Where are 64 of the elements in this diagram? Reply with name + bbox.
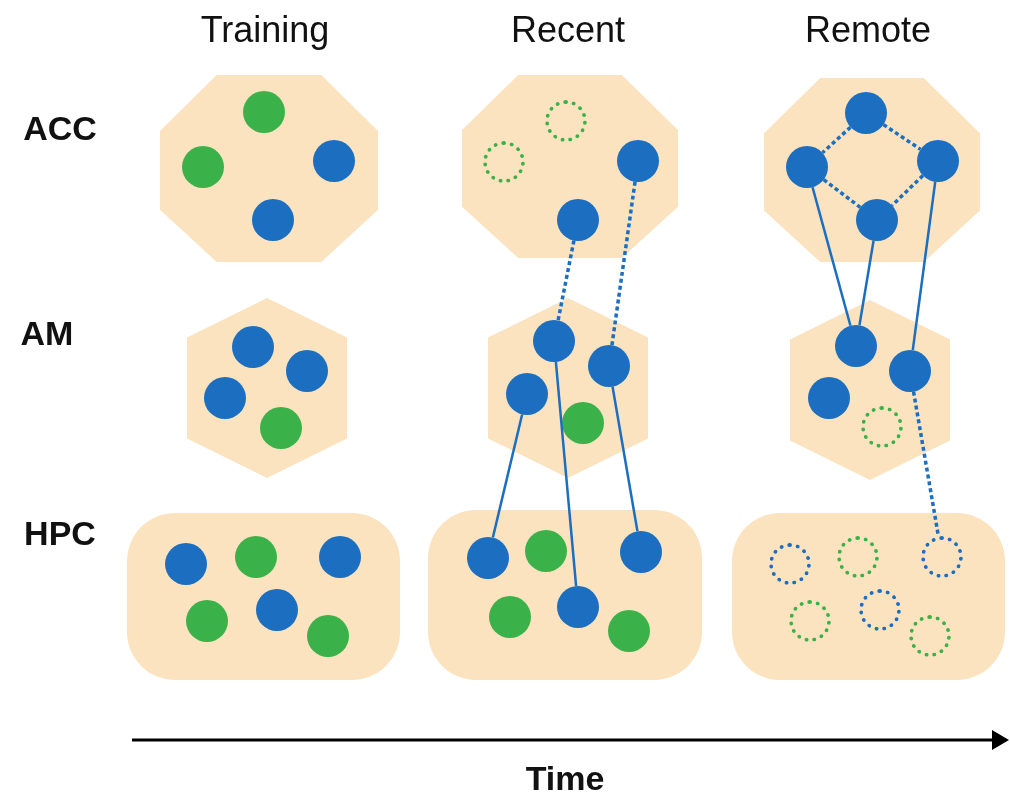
connection-line (554, 361, 578, 587)
dotted-neuron-circle (769, 543, 811, 585)
dotted-neuron-circle (837, 536, 879, 578)
neuron-circle (525, 530, 567, 572)
neuron-circle (835, 325, 877, 367)
neuron-circle (506, 373, 548, 415)
neuron-circle (845, 92, 887, 134)
dotted-neuron-circle (861, 406, 903, 448)
column-heading: Training (200, 9, 330, 51)
axis-label: Time (525, 758, 605, 798)
neuron-circle (165, 543, 207, 585)
neuron-circle (608, 610, 650, 652)
neuron-circle (588, 345, 630, 387)
neuron-circle (620, 531, 662, 573)
row-label: AM (20, 313, 74, 353)
dotted-neuron-circle (789, 600, 831, 642)
neuron-circle (467, 537, 509, 579)
neuron-circle (617, 140, 659, 182)
neuron-circle (313, 140, 355, 182)
dotted-connection-line (821, 125, 852, 155)
neuron-circle (917, 140, 959, 182)
dotted-connection-line (610, 181, 637, 346)
connection-line (611, 386, 639, 532)
dotted-neuron-circle (859, 589, 901, 631)
neuron-circle (260, 407, 302, 449)
neuron-circle (562, 402, 604, 444)
dotted-neuron-circle (545, 100, 587, 142)
dotted-connection-line (822, 178, 862, 209)
neuron-circle (243, 91, 285, 133)
dotted-connection-line (911, 391, 941, 537)
column-heading: Recent (510, 9, 626, 51)
dotted-connection-line (890, 174, 925, 207)
dotted-connection-line (882, 123, 922, 151)
neuron-circle (252, 199, 294, 241)
neuron-circle (533, 320, 575, 362)
dotted-neuron-circle (909, 615, 951, 657)
neuron-circle (232, 326, 274, 368)
neuron-circle (182, 146, 224, 188)
neuron-circle (204, 377, 246, 419)
row-label: HPC (24, 513, 96, 553)
rounded-region (732, 513, 1005, 680)
rounded-region (428, 510, 702, 680)
neuron-circle (286, 350, 328, 392)
connection-line (911, 181, 937, 351)
neuron-circle (235, 536, 277, 578)
neuron-circle (557, 586, 599, 628)
connection-line (491, 414, 524, 538)
connection-line (858, 240, 875, 326)
neuron-circle (786, 146, 828, 188)
neuron-circle (256, 589, 298, 631)
neuron-circle (889, 350, 931, 392)
neuron-circle (557, 199, 599, 241)
neuron-circle (307, 615, 349, 657)
neuron-circle (186, 600, 228, 642)
neuron-circle (856, 199, 898, 241)
dotted-neuron-circle (483, 141, 525, 183)
connection-line (811, 186, 852, 327)
neuron-circle (808, 377, 850, 419)
row-label: ACC (23, 108, 97, 148)
neuron-circle (489, 596, 531, 638)
rounded-region (127, 513, 400, 680)
column-heading: Remote (804, 9, 932, 51)
neuron-circle (319, 536, 361, 578)
dotted-neuron-circle (921, 536, 963, 578)
